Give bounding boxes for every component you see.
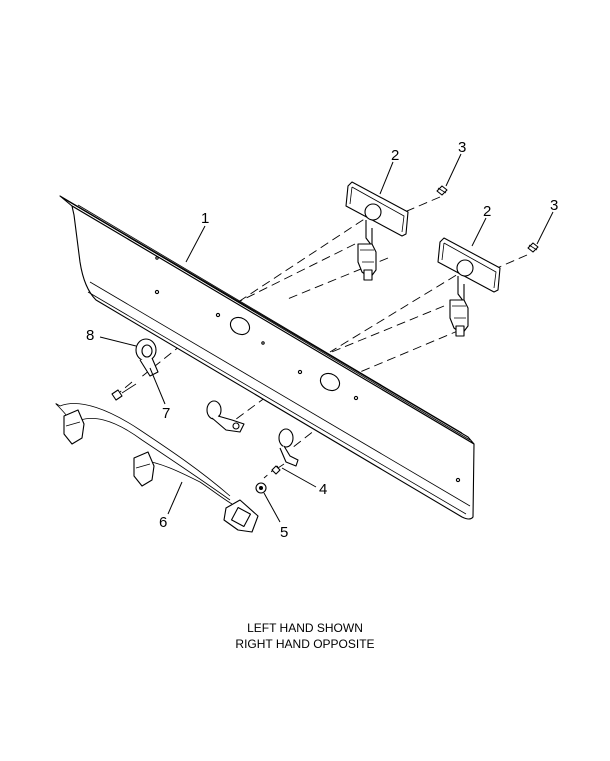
callout-3-upper: 3 <box>458 139 466 156</box>
callouts: 1 2 3 2 3 4 5 6 7 8 <box>86 139 558 541</box>
grommet-part-8 <box>135 338 159 377</box>
screw-part-3-lower <box>527 242 539 253</box>
callout-8: 8 <box>86 327 94 344</box>
callout-6: 6 <box>159 514 167 531</box>
callout-3-lower: 3 <box>550 197 558 214</box>
bolt-part-7 <box>111 383 137 401</box>
callout-5: 5 <box>280 524 288 541</box>
diagram-caption: LEFT HAND SHOWN RIGHT HAND OPPOSITE <box>0 620 610 652</box>
callout-4: 4 <box>319 481 327 498</box>
cable-clip-right <box>278 428 299 467</box>
lamp-assembly-part-2-upper <box>345 181 409 281</box>
leader-lines <box>99 153 554 523</box>
callout-2-upper: 2 <box>391 147 399 164</box>
callout-7: 7 <box>162 405 170 422</box>
cable-clip-middle <box>206 400 245 433</box>
screw-part-3-upper <box>436 185 448 196</box>
lamp-assembly-part-2-lower <box>437 237 501 337</box>
callout-1: 1 <box>201 210 209 227</box>
panel-part-1 <box>59 195 475 520</box>
wiring-harness-part-6 <box>55 403 259 533</box>
nut-part-5 <box>255 482 267 494</box>
callout-2-lower: 2 <box>483 203 491 220</box>
screw-part-4 <box>271 463 285 475</box>
caption-line-1: LEFT HAND SHOWN <box>247 621 363 635</box>
caption-line-2: RIGHT HAND OPPOSITE <box>235 637 375 651</box>
